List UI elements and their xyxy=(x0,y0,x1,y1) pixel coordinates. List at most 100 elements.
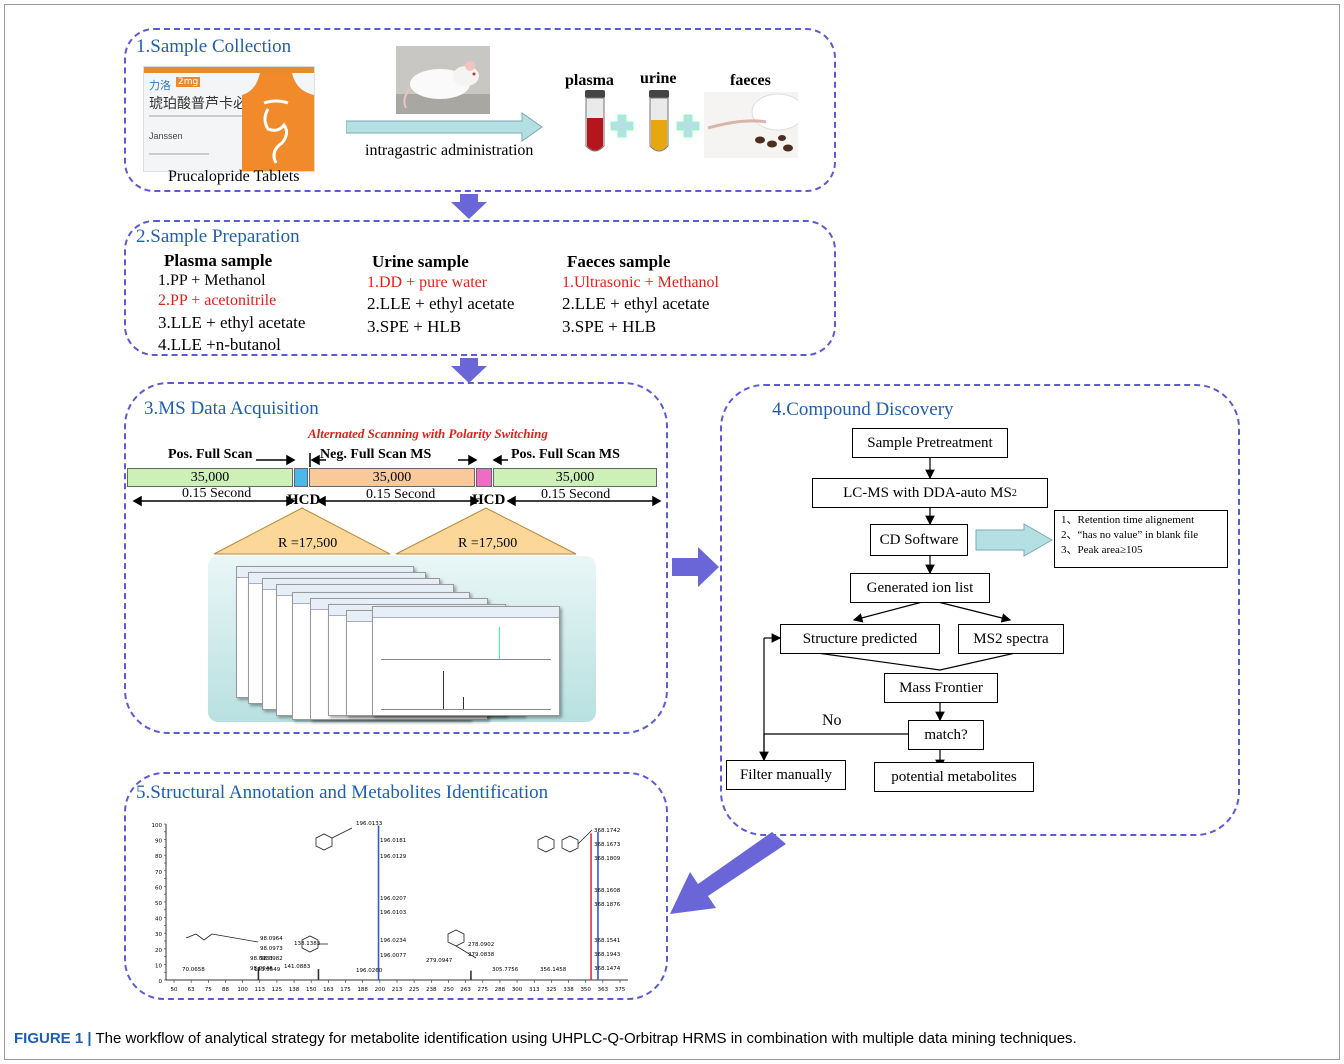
faeces-photo xyxy=(704,92,798,158)
peak-label: 196.0234 xyxy=(380,938,407,944)
drug-box-image: 力洛 2mg 琥珀酸普芦卡必利片 Janssen xyxy=(143,66,315,172)
x-tick-label: 88 xyxy=(222,987,229,993)
step-ion-list-text: Generated ion list xyxy=(866,579,974,596)
flow-down-arrow-icon xyxy=(451,194,487,219)
neg-scan-label: Neg. Full Scan MS xyxy=(320,447,432,462)
filter-criteria-box: 1、Retention time alignement 2、“has no va… xyxy=(1054,510,1228,568)
y-tick-label: 20 xyxy=(155,948,162,954)
peak-label: 98.0982 xyxy=(260,956,283,962)
step-structure-predicted: Structure predicted xyxy=(780,624,940,654)
pos-scan-bar-2: 35,000 xyxy=(493,468,657,487)
x-tick-label: 125 xyxy=(272,987,283,993)
flow-down-arrow-icon-2 xyxy=(451,358,487,383)
x-tick-label: 225 xyxy=(409,987,420,993)
drug-dose: 2mg xyxy=(176,77,201,87)
peak-label: 368.1673 xyxy=(594,842,621,848)
peak-label: 368.1474 xyxy=(594,966,621,972)
step-lcms-superscript: 2 xyxy=(1011,487,1017,499)
peak-label: 196.0260 xyxy=(356,968,383,974)
plus-icon-2 xyxy=(676,114,700,138)
peak-label: 305.7756 xyxy=(492,967,519,973)
x-tick-label: 188 xyxy=(357,987,368,993)
peak-label: 98.0933 xyxy=(250,956,273,962)
polarity-subtitle: Alternated Scanning with Polarity Switch… xyxy=(308,426,548,441)
plasma-method-3: 3.LLE + ethyl acetate xyxy=(158,313,306,332)
step-match-text: match? xyxy=(924,726,968,743)
step-mass-frontier: Mass Frontier xyxy=(884,673,998,703)
step-mass-frontier-text: Mass Frontier xyxy=(899,679,983,696)
panel2-title: 2.Sample Preparation xyxy=(136,226,300,247)
x-tick-label: 175 xyxy=(340,987,351,993)
peak-label: 368.1608 xyxy=(594,888,621,894)
y-tick-label: 30 xyxy=(155,932,162,938)
plasma-tube-icon xyxy=(585,90,605,152)
panel-sample-collection xyxy=(124,28,836,192)
resolution-triangles xyxy=(213,507,577,555)
plasma-sample-heading: Plasma sample xyxy=(164,251,273,270)
faeces-method-2: 2.LLE + ethyl acetate xyxy=(562,294,710,313)
resolution-2: R =17,500 xyxy=(458,536,518,551)
x-tick-label: 313 xyxy=(529,987,540,993)
faeces-label: faeces xyxy=(730,72,771,89)
plasma-label: plasma xyxy=(565,72,614,89)
step-filter-manually-text: Filter manually xyxy=(739,766,833,783)
panel3-title: 3.MS Data Acquisition xyxy=(144,398,319,419)
x-tick-label: 325 xyxy=(546,987,557,993)
res-1: 35,000 xyxy=(190,469,230,485)
y-tick-label: 90 xyxy=(155,839,162,845)
flowchart-connectors xyxy=(759,456,1054,770)
time-1: 0.15 Second xyxy=(182,486,252,501)
y-tick-label: 40 xyxy=(155,917,162,923)
y-tick-label: 50 xyxy=(155,901,162,907)
x-tick-label: 200 xyxy=(375,987,386,993)
y-tick-label: 0 xyxy=(159,979,163,985)
plasma-method-4: 4.LLE +n-butanol xyxy=(158,335,281,354)
peak-label: 123.0549 xyxy=(254,967,281,973)
filter-1: 1、Retention time alignement xyxy=(1061,514,1195,526)
x-tick-label: 250 xyxy=(443,987,454,993)
panel4-title: 4.Compound Discovery xyxy=(772,399,954,420)
route-label: intragastric administration xyxy=(365,142,534,159)
flow-diagonal-arrow-icon xyxy=(670,832,786,914)
peak-label: 279.0947 xyxy=(426,958,453,964)
peak-label: 98.0973 xyxy=(260,946,283,952)
spectrum-card-front xyxy=(372,606,560,716)
x-tick-label: 138 xyxy=(289,987,300,993)
x-tick-label: 100 xyxy=(237,987,248,993)
plasma-method-2: 2.PP + acetonitrile xyxy=(158,292,277,309)
peak-label: 196.0207 xyxy=(380,896,407,902)
caption-label: FIGURE 1 | xyxy=(14,1030,92,1047)
peak-label: 98.0946 xyxy=(250,966,273,972)
body-silhouette-icon xyxy=(242,73,314,171)
drug-brand: 力洛 xyxy=(149,79,171,92)
y-tick-label: 80 xyxy=(155,854,162,860)
x-tick-label: 275 xyxy=(478,987,489,993)
figure-frame xyxy=(4,4,1340,1060)
panel1-title: 1.Sample Collection xyxy=(136,36,292,57)
step-ms2-spectra: MS2 spectra xyxy=(958,624,1064,654)
x-tick-label: 363 xyxy=(598,987,609,993)
hcd-label-2: HCD xyxy=(472,492,506,508)
x-tick-label: 300 xyxy=(512,987,523,993)
peak-label: 141.0883 xyxy=(284,964,311,970)
step-cd-software: CD Software xyxy=(870,524,968,556)
x-tick-label: 63 xyxy=(188,987,195,993)
hcd-label-1: HCD xyxy=(287,492,321,508)
peak-label: 196.0077 xyxy=(380,953,407,959)
time-3: 0.15 Second xyxy=(541,487,611,502)
urine-method-2: 2.LLE + ethyl acetate xyxy=(367,294,515,313)
hcd-bar-2 xyxy=(476,468,492,487)
fragment-structure-5 xyxy=(301,935,328,953)
caption-text: The workflow of analytical strategy for … xyxy=(91,1030,1077,1047)
plasma-method-1: 1.PP + Methanol xyxy=(158,272,266,289)
peak-label: 196.0181 xyxy=(380,838,406,844)
peak-label: 70.0658 xyxy=(182,967,205,973)
step-potential-metabolites-text: potential metabolites xyxy=(891,768,1017,785)
y-tick-label: 60 xyxy=(155,885,162,891)
resolution-1: R =17,500 xyxy=(278,536,338,551)
rat-photo xyxy=(396,46,490,114)
x-tick-label: 150 xyxy=(306,987,317,993)
pos-scan-bar: 35,000 xyxy=(127,468,293,487)
step-lcms-text: LC-MS with DDA-auto MS xyxy=(843,484,1012,501)
